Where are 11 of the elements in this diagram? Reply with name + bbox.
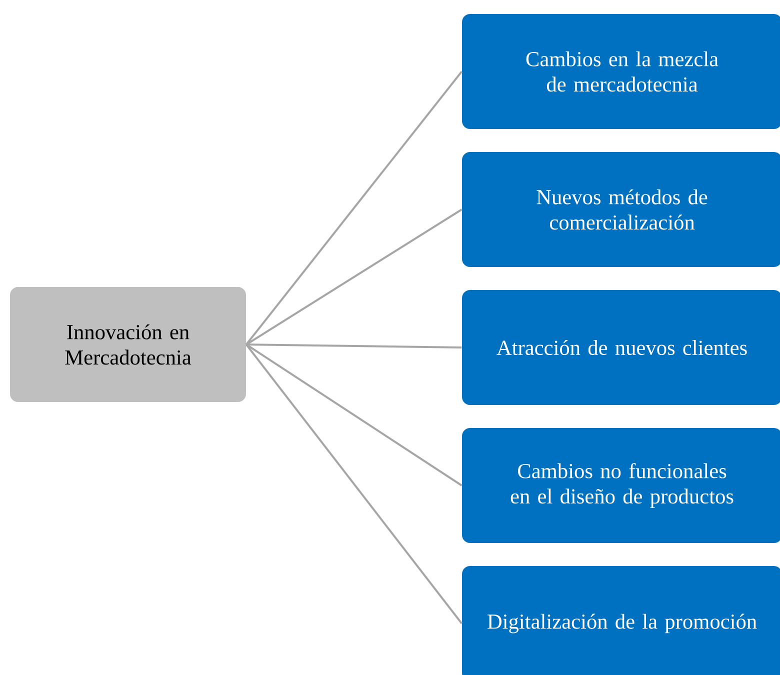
process-box: Nuevos métodos de comercialización: [462, 152, 780, 267]
process-box: Atracción de nuevos clientes: [462, 290, 780, 405]
process-box: Cambios no funcionales en el diseño de productos: [462, 428, 780, 543]
process-box: Cambios en la mezcla de mercadotecnia: [462, 14, 780, 129]
process-box: Innovación en Mercadotecnia: [10, 287, 246, 402]
connector-line: [245, 344, 463, 624]
process-box: Digitalización de la promoción: [462, 566, 780, 675]
connector-line: [246, 344, 462, 348]
connector-line: [246, 208, 462, 346]
connector-line: [246, 344, 462, 486]
connector-line: [245, 70, 463, 346]
